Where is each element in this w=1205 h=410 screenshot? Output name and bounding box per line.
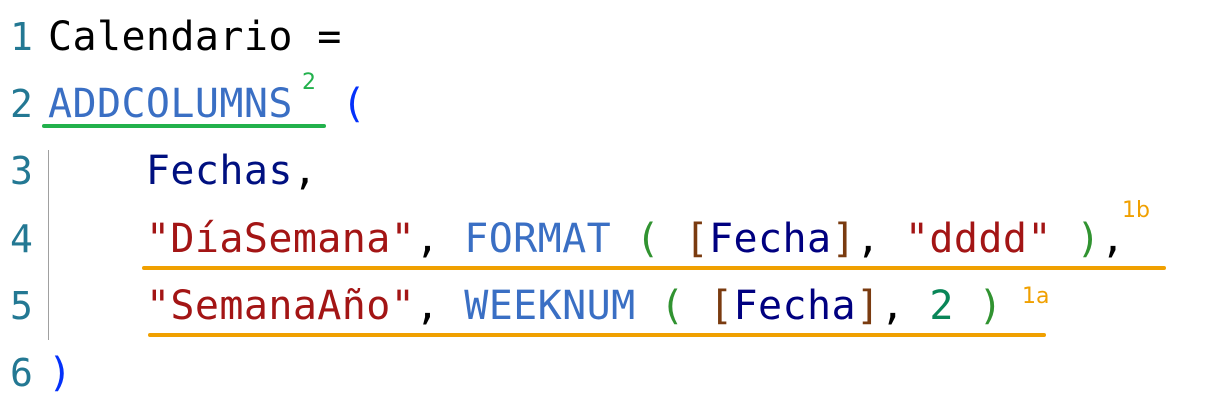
line-number: 5 xyxy=(10,284,33,328)
token-string: "SemanaAño" xyxy=(145,283,416,329)
indent-guide xyxy=(48,150,49,340)
token-paren-g: ) xyxy=(953,283,1003,329)
weeknum-line-underline xyxy=(148,333,1046,337)
code-line[interactable]: ) xyxy=(48,340,72,407)
token-bracket: ] xyxy=(831,216,856,262)
token-bracket: [ xyxy=(709,283,734,329)
token-paren-g: ( xyxy=(635,216,685,262)
code-line[interactable]: Calendario = xyxy=(48,4,342,71)
token-string: "DíaSemana" xyxy=(145,216,416,262)
token-func: FORMAT xyxy=(464,216,636,262)
token-plain: , xyxy=(880,283,930,329)
line-number: 2 xyxy=(10,82,33,126)
code-line[interactable]: "SemanaAño", WEEKNUM ( [Fecha], 2 ) xyxy=(48,273,1003,340)
token-paren-g: ( xyxy=(660,283,710,329)
token-plain: , xyxy=(415,216,465,262)
annotation-1a: 1a xyxy=(1022,284,1050,309)
code-line[interactable]: ADDCOLUMNS ( xyxy=(48,71,366,138)
token-bracket: [ xyxy=(684,216,710,262)
line-number: 4 xyxy=(10,217,33,261)
line-number: 6 xyxy=(10,351,33,395)
token-func: WEEKNUM xyxy=(464,283,661,329)
token-func: ADDCOLUMNS xyxy=(48,81,293,127)
addcolumns-underline xyxy=(42,124,326,128)
code-line[interactable]: Fechas, xyxy=(48,138,317,205)
token-plain: Calendario = xyxy=(48,14,342,60)
token-plain: , xyxy=(415,283,465,329)
token-paren-g: ) xyxy=(1051,216,1101,262)
token-plain xyxy=(293,81,342,127)
token-plain: , xyxy=(292,148,318,194)
token-paren-b: ) xyxy=(48,350,73,396)
token-plain: , xyxy=(855,216,905,262)
line-number: 1 xyxy=(10,15,33,59)
token-string: "dddd" xyxy=(904,216,1052,262)
annotation-2: 2 xyxy=(302,70,316,95)
format-line-underline xyxy=(142,266,1166,270)
code-line[interactable]: "DíaSemana", FORMAT ( [Fecha], "dddd" ), xyxy=(48,206,1125,273)
token-col: Fecha xyxy=(709,216,832,262)
token-plain xyxy=(48,216,146,262)
token-bracket: ] xyxy=(855,283,881,329)
token-plain: , xyxy=(1100,216,1126,262)
token-col: Fecha xyxy=(733,283,856,329)
token-plain xyxy=(48,283,146,329)
token-paren-b: ( xyxy=(341,81,367,127)
token-table: Fechas xyxy=(48,148,293,194)
annotation-1b: 1b xyxy=(1122,198,1150,223)
line-number: 3 xyxy=(10,149,33,193)
token-num: 2 xyxy=(929,283,954,329)
